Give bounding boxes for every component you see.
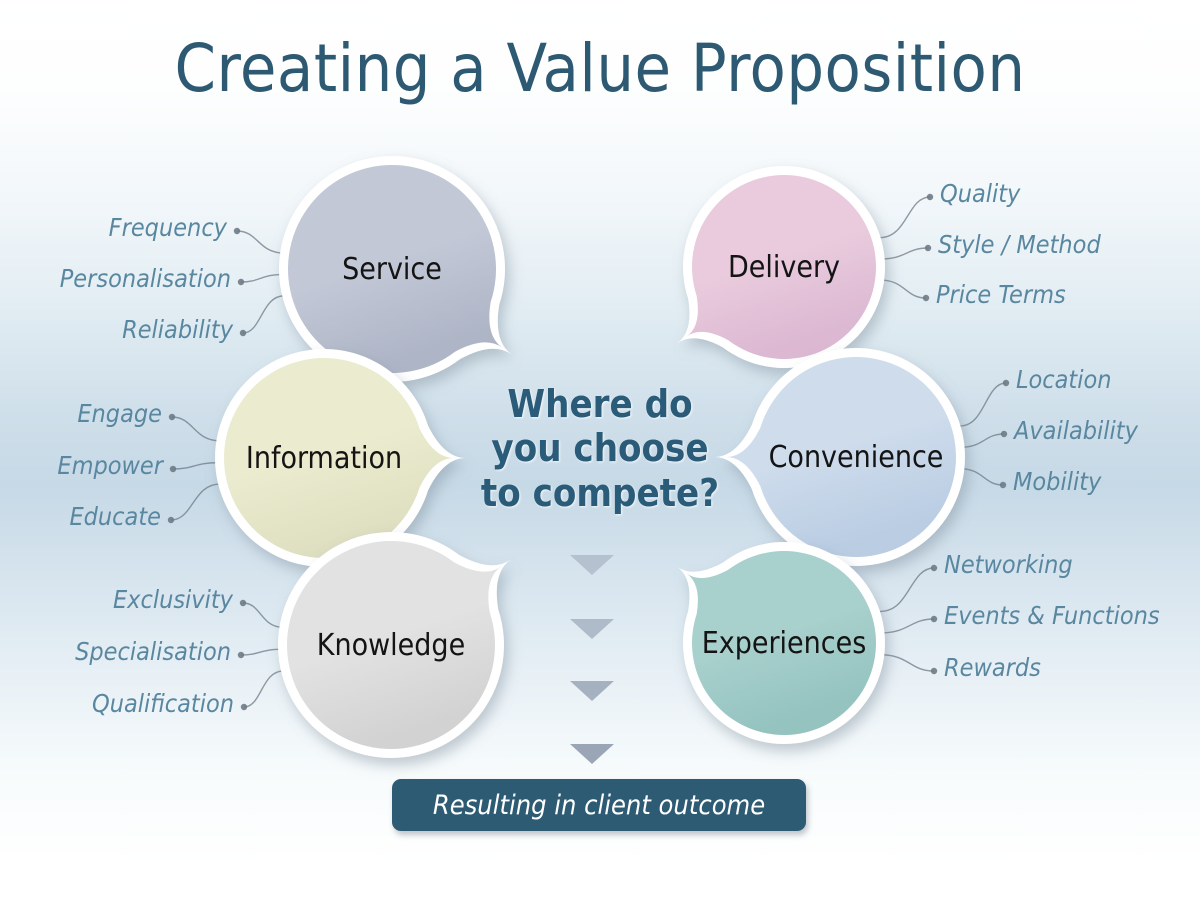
connector-dot-delivery-0	[926, 193, 934, 201]
bubble-label-delivery: Delivery	[728, 250, 840, 285]
bubble-label-convenience: Convenience	[769, 440, 944, 475]
leaf-label-delivery-0: Quality	[940, 179, 1021, 208]
bubble-body-experiences	[686, 550, 877, 735]
outcome-banner[interactable]: Resulting in client outcome	[392, 779, 806, 831]
connector-convenience-0	[959, 382, 1007, 427]
leaf-label-service-1: Personalisation	[60, 264, 231, 293]
connector-delivery-2	[879, 279, 927, 299]
bubble-experiences[interactable]: Experiences	[677, 542, 885, 744]
bubble-service[interactable]: Service	[279, 156, 512, 383]
center-question-line-3: to compete?	[480, 470, 720, 515]
leaf-label-experiences-2: Rewards	[944, 653, 1041, 682]
outcome-banner-label: Resulting in client outcome	[432, 789, 766, 821]
connector-dot-service-1	[237, 278, 245, 286]
bubble-label-service: Service	[342, 252, 442, 287]
leaf-label-knowledge-0: Exclusivity	[113, 585, 234, 614]
bubble-body-convenience	[726, 356, 956, 557]
page-title-wrap: Creating a Value Proposition	[0, 36, 1200, 102]
connector-dot-experiences-2	[930, 667, 938, 675]
connector-convenience-2	[959, 468, 1004, 486]
connector-dot-delivery-1	[924, 244, 932, 252]
flow-arrow-4	[570, 744, 614, 764]
leaf-label-information-1: Empower	[57, 451, 164, 480]
connector-information-2	[170, 483, 221, 521]
connector-dot-convenience-1	[1000, 430, 1008, 438]
bubble-information[interactable]: Information	[215, 349, 466, 567]
bubble-body-information	[223, 357, 454, 558]
center-question: Where do you choose to compete?	[460, 382, 740, 515]
arrow-group	[570, 555, 614, 764]
bubble-delivery[interactable]: Delivery	[677, 166, 885, 368]
connector-dot-experiences-0	[930, 564, 938, 572]
leaf-label-delivery-2: Price Terms	[936, 280, 1066, 309]
connector-dot-service-2	[239, 329, 247, 337]
bubble-convenience[interactable]: Convenience	[714, 347, 965, 566]
page-title: Creating a Value Proposition	[174, 30, 1026, 107]
connector-convenience-1	[959, 433, 1005, 449]
leaf-label-knowledge-1: Specialisation	[75, 637, 231, 666]
connector-information-0	[171, 416, 221, 442]
connector-delivery-1	[879, 247, 929, 260]
leaf-label-service-0: Frequency	[109, 213, 228, 242]
connector-dot-service-0	[233, 227, 241, 235]
connector-service-1	[240, 273, 285, 283]
bubble-label-experiences: Experiences	[702, 626, 867, 661]
bubble-knowledge[interactable]: Knowledge	[278, 532, 511, 758]
connector-dot-experiences-1	[930, 615, 938, 623]
connector-knowledge-0	[242, 602, 284, 629]
flow-arrow-3	[570, 681, 614, 701]
leaf-label-knowledge-2: Qualification	[92, 689, 234, 718]
connector-dot-convenience-2	[999, 481, 1007, 489]
flow-arrow-2	[570, 619, 614, 639]
leaf-label-convenience-1: Availability	[1012, 416, 1139, 445]
leaf-label-service-2: Reliability	[122, 315, 234, 344]
leaf-label-group: FrequencyPersonalisationReliabilityQuali…	[57, 179, 1159, 718]
leaf-label-delivery-1: Style / Method	[938, 230, 1101, 259]
connector-knowledge-1	[240, 648, 284, 656]
connector-dot-delivery-2	[922, 294, 930, 302]
connector-dot-knowledge-0	[239, 599, 247, 607]
connector-delivery-0	[879, 196, 931, 239]
connector-information-1	[172, 461, 221, 470]
connector-dot-information-2	[167, 516, 175, 524]
connector-dot-convenience-0	[1002, 379, 1010, 387]
bubble-body-delivery	[686, 175, 877, 359]
connector-experiences-0	[879, 567, 935, 613]
leaf-label-convenience-0: Location	[1016, 365, 1112, 394]
leaf-label-information-2: Educate	[69, 502, 161, 531]
bubble-label-knowledge: Knowledge	[317, 628, 465, 663]
connector-dot-information-1	[169, 465, 177, 473]
connector-knowledge-2	[243, 670, 284, 708]
center-question-line-2: you choose	[491, 426, 709, 471]
connector-dot-knowledge-2	[240, 703, 248, 711]
leaf-label-convenience-2: Mobility	[1013, 467, 1102, 496]
leaf-label-experiences-1: Events & Functions	[944, 601, 1160, 630]
connector-lines	[167, 193, 1010, 711]
connector-experiences-1	[879, 618, 935, 634]
connector-dot-knowledge-1	[237, 651, 245, 659]
center-question-line-1: Where do	[507, 382, 693, 426]
bubble-label-information: Information	[246, 441, 402, 476]
connector-service-0	[236, 230, 285, 254]
connector-experiences-2	[879, 654, 935, 672]
leaf-label-information-0: Engage	[77, 399, 162, 428]
connector-dot-information-0	[168, 413, 176, 421]
bubble-body-service	[288, 164, 503, 373]
leaf-label-experiences-0: Networking	[944, 550, 1073, 579]
bubble-body-knowledge	[287, 541, 502, 749]
connector-service-2	[242, 295, 285, 334]
flow-arrow-1	[570, 555, 614, 575]
